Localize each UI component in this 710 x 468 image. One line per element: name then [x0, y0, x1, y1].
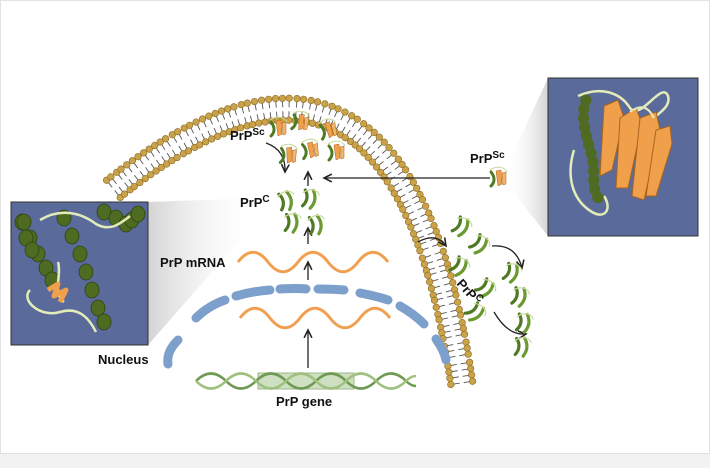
- prp-mrna-label: PrP mRNA: [160, 255, 226, 270]
- dna-helix: [196, 373, 416, 389]
- prp-gene-label: PrP gene: [276, 394, 332, 409]
- prpc-center-label: PrPC: [240, 194, 270, 210]
- right-projection-wedge: [505, 78, 548, 236]
- prpc-cluster: [277, 188, 326, 234]
- prpsc-top-label: PrPSc: [230, 127, 265, 143]
- prpsc-structure-panel: [548, 78, 698, 236]
- prpsc-right-protein: [490, 167, 507, 186]
- cytoplasmic-mrna: [238, 252, 388, 272]
- nuclear-mrna: [240, 308, 390, 328]
- prpsc-right-label: PrPSc: [470, 150, 505, 166]
- nucleus-label: Nucleus: [98, 352, 149, 367]
- prpc-structure-panel: [11, 202, 148, 345]
- nuclear-envelope: [168, 289, 446, 365]
- left-projection-wedge: [148, 198, 262, 345]
